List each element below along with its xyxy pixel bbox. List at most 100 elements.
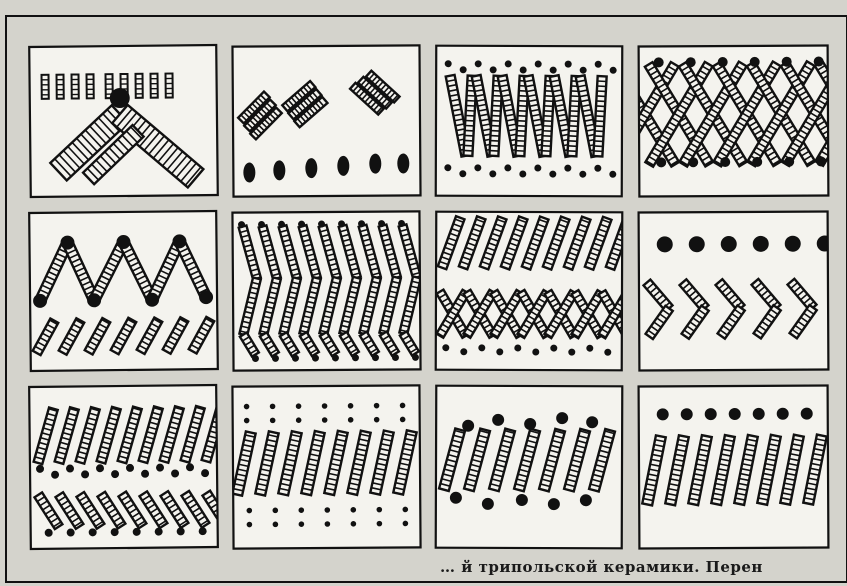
dot: [504, 164, 511, 171]
dot: [244, 418, 250, 424]
dot: [460, 348, 467, 355]
dot: [392, 354, 399, 361]
dot: [548, 498, 560, 510]
dot: [324, 507, 330, 513]
ornament-panel-2: [232, 45, 420, 196]
dot: [270, 418, 276, 424]
ornament-panel-12: [639, 386, 829, 549]
dot: [292, 355, 299, 362]
ornament-panel-8: [639, 211, 834, 370]
dot: [688, 157, 698, 167]
dot: [348, 417, 354, 423]
dot: [376, 507, 382, 513]
ornament-panel-4: [611, 35, 847, 206]
dot: [296, 403, 302, 409]
dot: [594, 165, 601, 172]
dot: [777, 408, 789, 420]
dot: [519, 170, 526, 177]
dot: [338, 220, 345, 227]
dot: [784, 157, 794, 167]
dot: [296, 417, 302, 423]
dot: [817, 235, 833, 251]
dot: [374, 403, 380, 409]
dot: [442, 344, 449, 351]
ornament-panel-7: [436, 212, 633, 371]
dot: [372, 354, 379, 361]
dot: [654, 57, 664, 67]
dot: [332, 354, 339, 361]
dot: [514, 344, 521, 351]
dot: [298, 507, 304, 513]
dot: [318, 221, 325, 228]
dot: [377, 521, 383, 527]
dot: [412, 354, 419, 361]
dot: [520, 66, 527, 73]
dot: [516, 494, 528, 506]
dot: [444, 164, 451, 171]
dot: [450, 492, 462, 504]
ornament-panel-1: [29, 45, 218, 197]
dot: [657, 236, 673, 252]
dot: [299, 521, 305, 527]
dot: [656, 157, 666, 167]
dot: [378, 220, 385, 227]
dot: [750, 57, 760, 67]
dot: [550, 67, 557, 74]
dot: [534, 165, 541, 172]
dot: [350, 507, 356, 513]
dot: [816, 157, 826, 167]
dot: [549, 171, 556, 178]
dot: [564, 165, 571, 172]
dot: [580, 67, 587, 74]
dot: [580, 494, 592, 506]
dot: [556, 412, 568, 424]
dot: [568, 349, 575, 356]
dot: [298, 221, 305, 228]
dot: [753, 236, 769, 252]
dot: [474, 164, 481, 171]
dot: [609, 171, 616, 178]
dot: [459, 170, 466, 177]
dot: [686, 57, 696, 67]
dot: [312, 355, 319, 362]
dot: [351, 521, 357, 527]
ornament-panel-3: [436, 46, 623, 197]
figure-caption: … й трипольской керамики. Перен: [440, 558, 847, 586]
dot: [445, 60, 452, 67]
ornament-panel-5: [29, 211, 218, 371]
dot: [505, 60, 512, 67]
dot: [238, 221, 245, 228]
dot: [272, 355, 279, 362]
dot: [246, 508, 252, 514]
dot: [462, 420, 474, 432]
dot: [258, 221, 265, 228]
dot: [490, 66, 497, 73]
ornament-panel-10: [232, 385, 421, 548]
dot: [272, 508, 278, 514]
dot: [720, 157, 730, 167]
dot: [348, 403, 354, 409]
dot: [478, 344, 485, 351]
dot: [814, 57, 824, 67]
dot: [689, 236, 705, 252]
ornament-panel-9: [29, 385, 231, 549]
dot: [535, 61, 542, 68]
dot: [278, 221, 285, 228]
dot: [524, 418, 536, 430]
dot: [403, 521, 409, 527]
dot: [482, 498, 494, 510]
dot: [402, 507, 408, 513]
dot: [400, 417, 406, 423]
dot: [718, 57, 728, 67]
dot: [752, 157, 762, 167]
ornament-panel-11: [436, 386, 623, 549]
ornament-panel-6: [232, 211, 421, 370]
dot: [352, 354, 359, 361]
dot: [801, 408, 813, 420]
dot: [322, 417, 328, 423]
dot: [322, 403, 328, 409]
dot: [753, 408, 765, 420]
dot: [400, 403, 406, 409]
dot: [550, 345, 557, 352]
